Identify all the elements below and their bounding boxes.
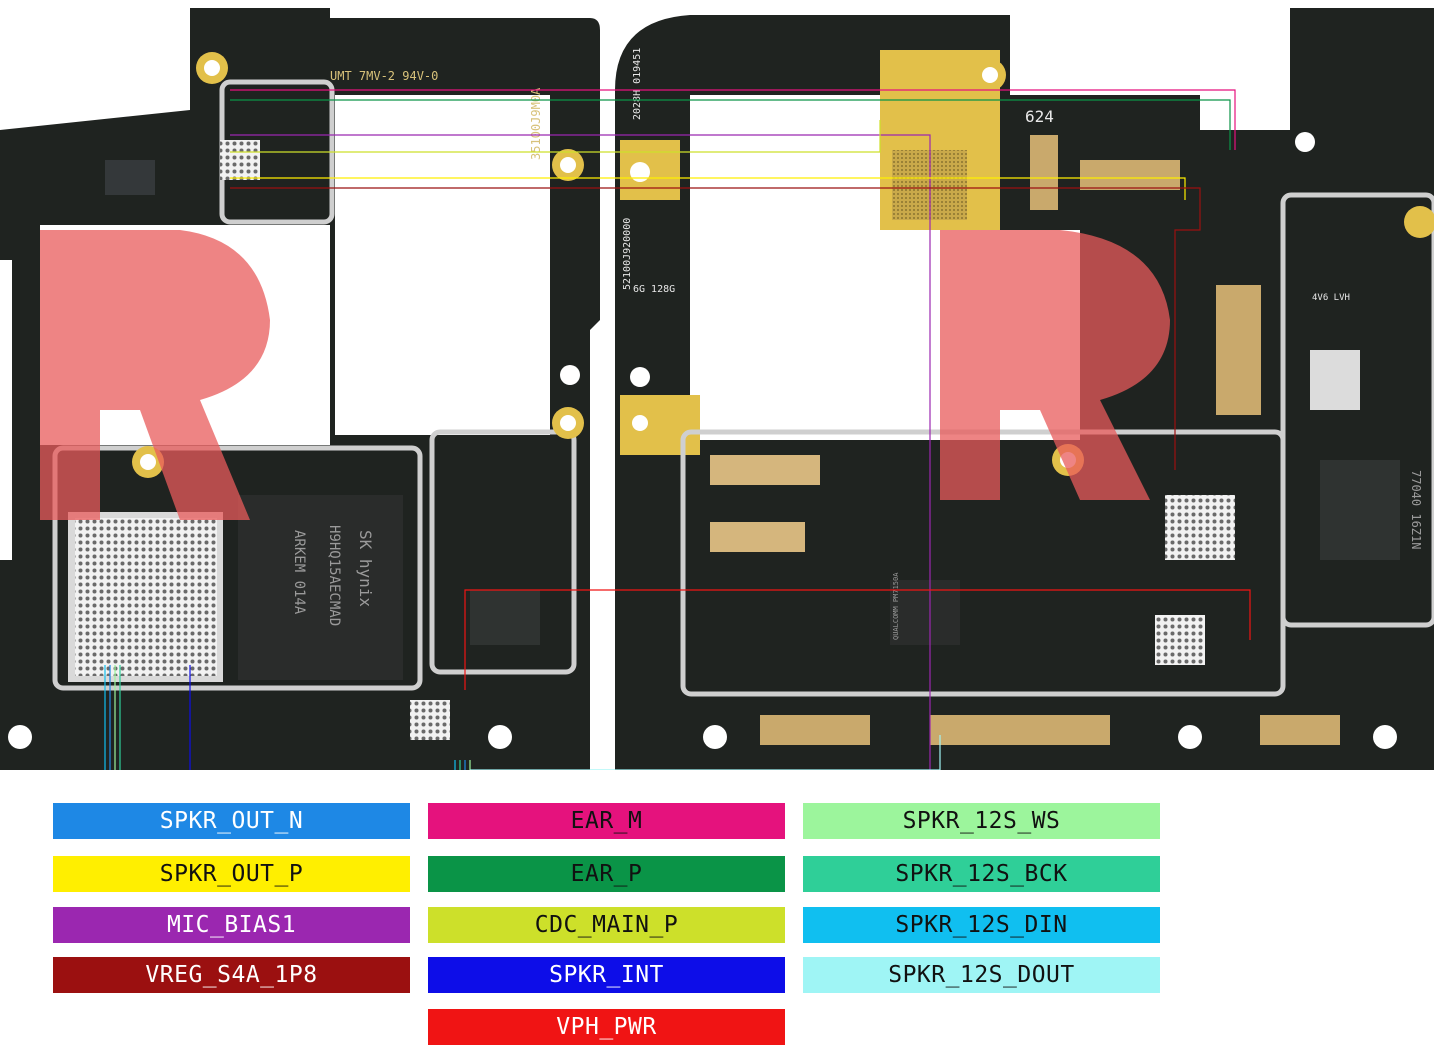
silk-hynix2: H9HQ15AECMAD: [326, 525, 342, 626]
trace-cdc-main-p: [230, 120, 881, 153]
legend-spkr-12s-ws: SPKR_12S_WS: [803, 803, 1160, 839]
legend-label: SPKR_OUT_P: [159, 861, 304, 887]
silk-umt: UMT 7MV-2 94V-0: [330, 69, 438, 83]
silk-chip-r2: 4V6 LVH: [1312, 293, 1350, 303]
legend-spkr-out-n: SPKR_OUT_N: [53, 803, 410, 839]
pcb-board-diagram: UMT 7MV-2 94V-0 35100J9M0A 2028H 019451 …: [0, 8, 1434, 770]
silk-624: 624: [1025, 107, 1054, 126]
silk-mem: 6G 128G: [633, 284, 675, 295]
trace-12s-ws: [114, 665, 471, 770]
trace-ear-p: [230, 99, 1231, 150]
silk-hynix1: SK hynix: [356, 530, 375, 607]
legend-spkr-int: SPKR_INT: [428, 957, 785, 993]
legend-vreg-s4a-1p8: VREG_S4A_1P8: [53, 957, 410, 993]
trace-ear-m: [230, 89, 1236, 150]
silk-code1: 35100J9M0A: [529, 87, 543, 160]
watermark: [40, 230, 1170, 520]
legend-ear-p: EAR_P: [428, 856, 785, 892]
trace-vreg: [230, 187, 1201, 470]
legend-label: VREG_S4A_1P8: [145, 962, 318, 988]
legend-label: EAR_M: [570, 808, 643, 834]
trace-12s-dout: [470, 735, 941, 770]
trace-12s-bck: [119, 665, 461, 770]
legend-label: SPKR_OUT_N: [159, 808, 304, 834]
legend-vph-pwr: VPH_PWR: [428, 1009, 785, 1045]
legend-spkr-12s-din: SPKR_12S_DIN: [803, 907, 1160, 943]
trace-mic-bias1: [230, 134, 931, 770]
legend-label: CDC_MAIN_P: [534, 912, 679, 938]
trace-spkr-int: [189, 665, 191, 770]
trace-spkr-out-n: [109, 665, 466, 770]
silk-code3: 52100J920000: [622, 218, 633, 290]
trace-spkr-out-p: [230, 177, 1186, 200]
silk-code2: 2028H 019451: [632, 48, 643, 120]
silk-chip-r1: 77040 16Z1N: [1409, 470, 1423, 549]
legend-label: SPKR_12S_WS: [902, 808, 1061, 834]
legend-label: VPH_PWR: [556, 1014, 657, 1040]
legend-spkr-out-p: SPKR_OUT_P: [53, 856, 410, 892]
trace-vph-pwr: [464, 589, 1251, 690]
signal-traces: [104, 89, 1251, 770]
legend-spkr-12s-dout: SPKR_12S_DOUT: [803, 957, 1160, 993]
legend-label: SPKR_12S_DIN: [895, 912, 1068, 938]
legend-label: EAR_P: [570, 861, 643, 887]
legend-mic-bias1: MIC_BIAS1: [53, 907, 410, 943]
legend-label: SPKR_12S_BCK: [895, 861, 1068, 887]
trace-12s-din: [104, 665, 456, 770]
legend-label: SPKR_INT: [549, 962, 664, 988]
legend-spkr-12s-bck: SPKR_12S_BCK: [803, 856, 1160, 892]
silk-qcom: QUALCOMM PM7150A: [892, 572, 900, 640]
silk-hynix3: ARKEM 014A: [291, 530, 307, 615]
legend-ear-m: EAR_M: [428, 803, 785, 839]
legend-label: SPKR_12S_DOUT: [888, 962, 1075, 988]
legend-label: MIC_BIAS1: [166, 912, 297, 938]
legend-cdc-main-p: CDC_MAIN_P: [428, 907, 785, 943]
